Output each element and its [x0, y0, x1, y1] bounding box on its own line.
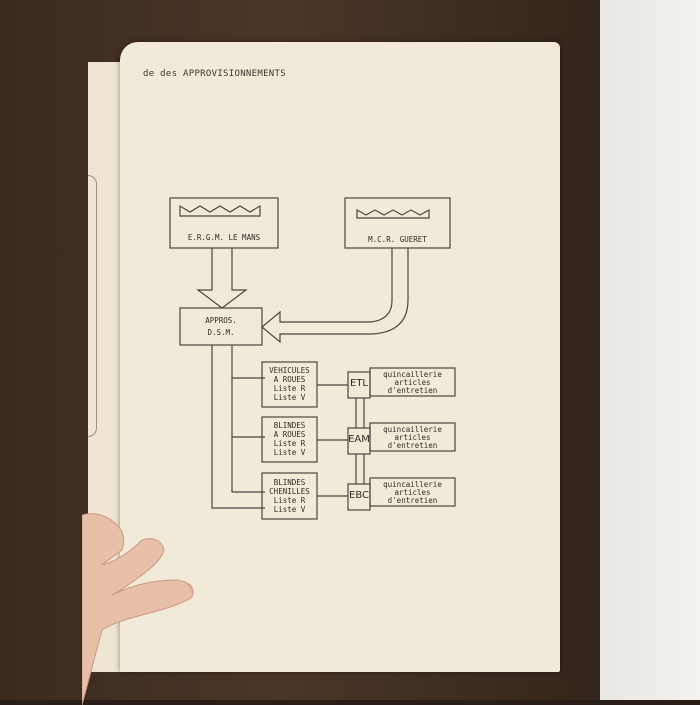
page-header: de des APPROVISIONNEMENTS: [143, 69, 286, 79]
desc-box-1: [369, 367, 456, 397]
vehicules-line-2: A ROUES: [273, 375, 306, 384]
blindes-chenilles-line-2: CHENILLES: [269, 487, 310, 496]
desc-3-line-1: quincaillerie: [383, 480, 442, 489]
curved-arrow: [261, 248, 409, 344]
document-page: [120, 42, 560, 672]
desc-1-line-1: quincaillerie: [383, 370, 442, 379]
blindes-roues-line-3: Liste R: [273, 439, 306, 448]
factory-icon-mcr: [356, 208, 430, 219]
code-etl: ETL: [350, 378, 368, 389]
blindes-chenilles-line-1: BLINDES: [273, 478, 306, 487]
hand-image: [82, 513, 194, 705]
desc-3-line-2: articles: [394, 488, 431, 497]
vehicules-line-3: Liste R: [273, 384, 306, 393]
desc-2-line-3: d'entretien: [387, 441, 438, 450]
vehicules-line-4: Liste V: [273, 393, 306, 402]
code-eam: EAM: [348, 434, 370, 445]
desc-box-3: [369, 477, 456, 507]
desc-2-line-2: articles: [394, 433, 431, 442]
blindes-chenilles-line-3: Liste R: [273, 496, 306, 505]
blindes-roues-line-4: Liste V: [273, 448, 306, 457]
vehicules-line-1: VEHICULES: [269, 366, 310, 375]
desc-2-line-1: quincaillerie: [383, 425, 442, 434]
appros-box: [179, 307, 263, 346]
desc-box-2: [369, 422, 456, 452]
code-ebc: EBC: [349, 490, 369, 501]
factory-icon-ergm: [179, 204, 261, 217]
wall-background: [600, 0, 700, 700]
trunk-line: [211, 345, 265, 509]
desc-1-line-2: articles: [394, 378, 431, 387]
blindes-chenilles-line-4: Liste V: [273, 505, 306, 514]
appros-label-2: D.S.M.: [207, 328, 235, 337]
appros-label-1: APPROS.: [205, 316, 237, 325]
mcr-box: [344, 197, 451, 249]
blindes-roues-line-1: BLINDES: [273, 421, 306, 430]
ergm-label: E.R.G.M. LE MANS: [187, 233, 261, 242]
ergm-box: [169, 197, 279, 249]
desc-1-line-3: d'entretien: [387, 386, 438, 395]
blindes-roues-line-2: A ROUES: [273, 430, 306, 439]
down-arrow: [196, 248, 248, 309]
mcr-label: M.C.R. GUERET: [368, 235, 427, 244]
desc-3-line-3: d'entretien: [387, 496, 438, 505]
